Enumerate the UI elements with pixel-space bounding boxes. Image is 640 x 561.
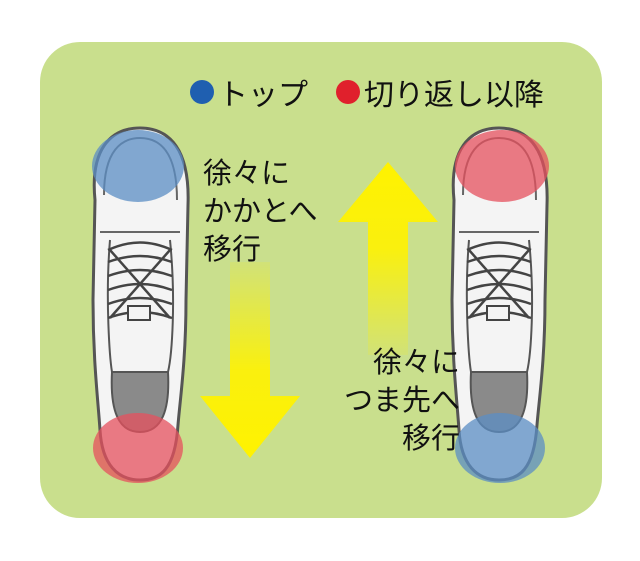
- legend-top: トップ: [190, 70, 308, 114]
- blue-dot-icon: [190, 80, 214, 104]
- legend-return: 切り返し以降: [336, 70, 544, 114]
- right-caption-line-1: 徐々に: [373, 345, 461, 379]
- left-heel-return-zone: [93, 413, 183, 483]
- red-dot-icon: [336, 80, 360, 104]
- left-toe-top-zone: [92, 130, 184, 202]
- right-toe-return-zone: [455, 130, 549, 202]
- left-caption-line-2: かかとへ: [203, 194, 318, 228]
- left-caption: 徐々に かかとへ 移行: [203, 154, 318, 268]
- legend-return-label: 切り返し以降: [364, 78, 544, 113]
- left-caption-line-1: 徐々に: [203, 156, 291, 190]
- down-arrow: [200, 262, 300, 458]
- up-arrow: [338, 162, 438, 355]
- left-caption-line-3: 移行: [203, 232, 262, 266]
- right-caption-line-3: 移行: [402, 421, 461, 455]
- right-heel-top-zone: [455, 413, 545, 483]
- right-caption: 徐々に つま先へ 移行: [344, 343, 460, 457]
- legend-top-label: トップ: [218, 78, 308, 113]
- right-caption-line-2: つま先へ: [344, 383, 461, 417]
